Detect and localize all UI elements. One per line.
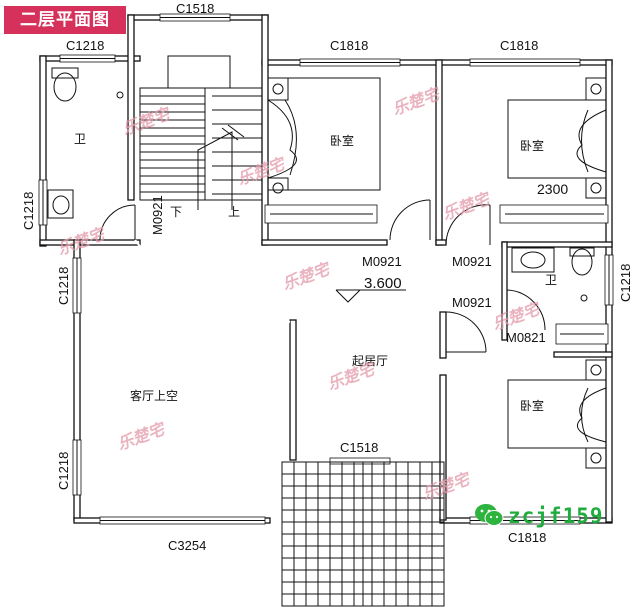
door-m0921-bed2: M0921 <box>452 254 492 269</box>
watermark: 乐楚宅 <box>280 258 334 293</box>
door-m0821: M0821 <box>506 330 546 345</box>
window-c1218-wc: C1218 <box>66 38 104 53</box>
window-c1818-bed1: C1818 <box>330 38 368 53</box>
door-m0921-stair: M0921 <box>150 195 165 235</box>
wc-left-label: 卫 <box>74 132 86 146</box>
wc-left-fixtures <box>47 67 124 219</box>
window-c1518-balcony: C1518 <box>340 440 378 455</box>
wc-right-fixtures <box>511 247 609 345</box>
window-c1818-bed2: C1818 <box>500 38 538 53</box>
bedroom1-label: 卧室 <box>330 133 354 148</box>
balcony-tiles <box>281 461 445 607</box>
window-c1218-right: C1218 <box>618 264 633 302</box>
wechat-icon <box>475 504 504 526</box>
wc-right-label: 卫 <box>545 273 557 287</box>
door-swings <box>99 199 546 353</box>
watermark: 乐楚宅 <box>55 223 109 258</box>
elevation-marker <box>335 289 361 303</box>
watermark: 乐楚宅 <box>490 298 544 333</box>
drawing-title: 二层平面图 <box>4 6 126 34</box>
living-void-label: 客厅上空 <box>130 388 178 403</box>
window-c1218-left3: C1218 <box>56 452 71 490</box>
watermark: 乐楚宅 <box>440 188 494 223</box>
bedroom3-furniture <box>507 359 607 469</box>
sitting-room-label: 起居厅 <box>352 354 388 368</box>
elevation-label: 3.600 <box>364 275 402 292</box>
bedroom2-furniture <box>499 77 609 224</box>
staircase <box>139 55 263 210</box>
windows-graphics <box>38 13 614 525</box>
bedroom2-label: 卧室 <box>520 138 544 153</box>
wardrobe-dimension: 2300 <box>537 181 568 197</box>
bedroom1-furniture <box>264 77 381 224</box>
window-c1218-left2: C1218 <box>56 267 71 305</box>
door-m0921-bath: M0921 <box>452 295 492 310</box>
bedroom3-label: 卧室 <box>520 398 544 413</box>
watermark: 乐楚宅 <box>115 418 169 453</box>
window-c1818-bottom: C1818 <box>508 530 546 545</box>
door-m0921-bed1: M0921 <box>362 254 402 269</box>
contact-handle: zcjf159 <box>508 504 604 528</box>
stair-up-label: 上 <box>228 205 240 219</box>
window-c1518-top: C1518 <box>176 1 214 16</box>
stair-down-label: 下 <box>170 205 182 219</box>
window-c3254: C3254 <box>168 538 206 553</box>
window-c1218-left1: C1218 <box>21 192 36 230</box>
